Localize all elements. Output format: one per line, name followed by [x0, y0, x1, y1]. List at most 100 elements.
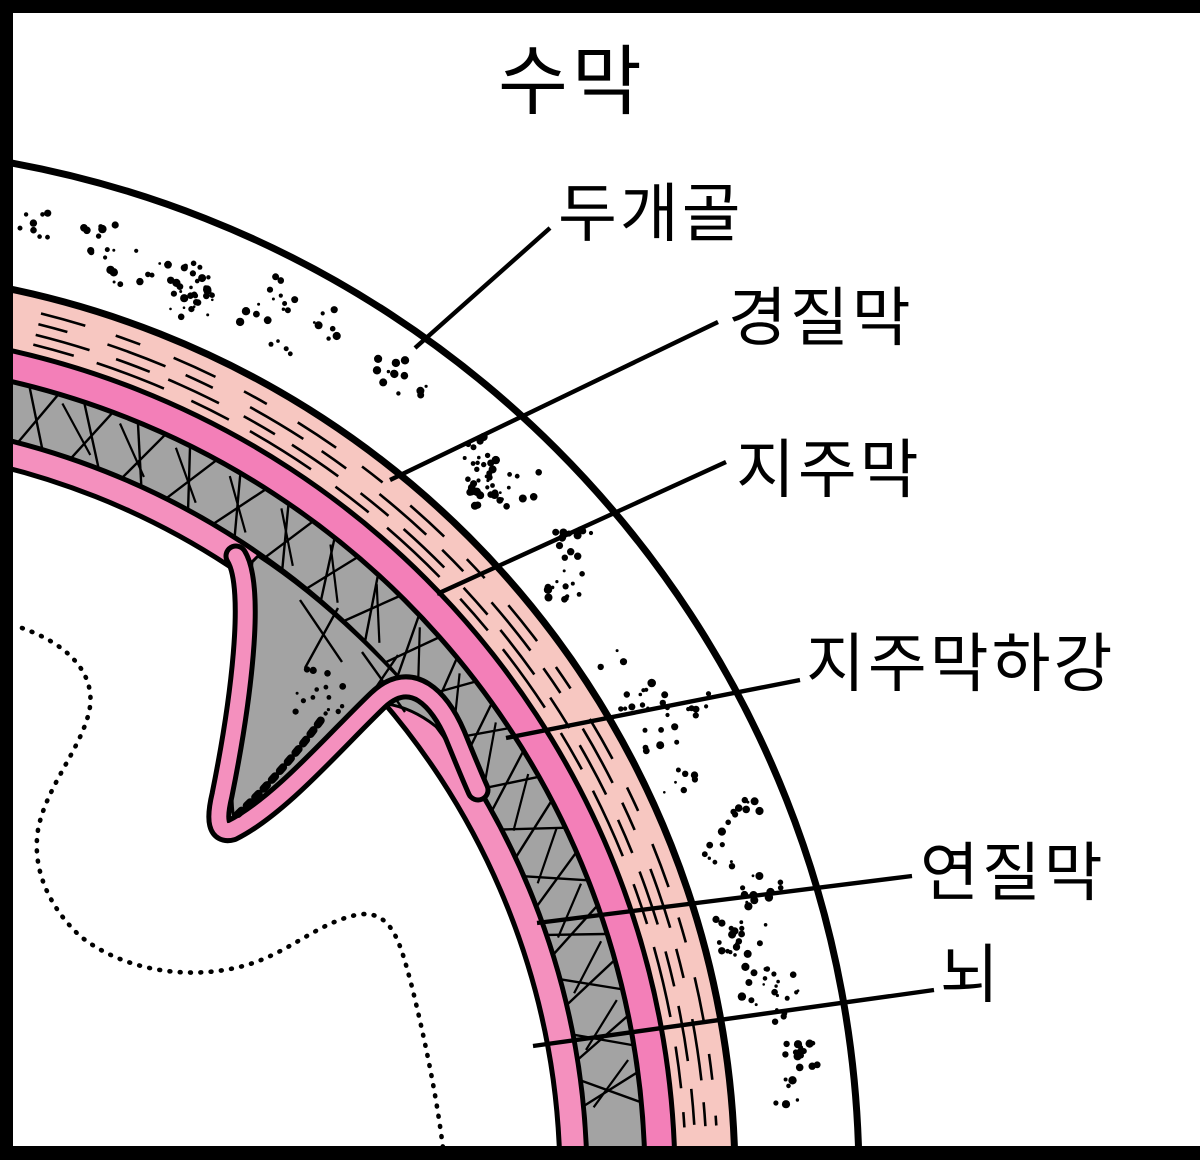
trabecula-line [536, 853, 577, 907]
stipple-dot [771, 1018, 779, 1025]
stipple-dot [588, 530, 594, 536]
stipple-dot [390, 369, 399, 379]
stipple-dot [158, 262, 162, 265]
trabecula-line [524, 875, 587, 882]
stipple-dot [692, 712, 699, 719]
stipple-dot [326, 336, 331, 341]
stipple-dot [544, 593, 553, 602]
label-skull: 두개골 [558, 179, 744, 250]
stipple-dot [718, 919, 726, 927]
stipple-dot [674, 739, 680, 745]
stipple-dot [719, 842, 725, 848]
brain-surface [0, 463, 563, 1160]
dura-striation-arc [40, 312, 718, 1126]
stipple-dot [665, 712, 670, 718]
stipple-dot [87, 247, 95, 255]
stipple-dot [742, 805, 750, 814]
stipple-dot [793, 1052, 802, 1061]
stipple-dot [784, 995, 790, 1001]
stipple-dot [764, 966, 771, 972]
label-dura: 경질막 [728, 283, 914, 354]
stipple-dot [400, 356, 410, 365]
stipple-dot [30, 226, 37, 234]
stipple-dot [642, 727, 648, 733]
stipple-dot [206, 313, 210, 317]
stipple-dot [241, 307, 251, 316]
stipple-dot [391, 358, 401, 368]
stipple-dot [193, 299, 200, 306]
stipple-dot [485, 485, 490, 490]
stipple-dot [647, 678, 656, 688]
stipple-dot [276, 339, 280, 343]
stipple-dot [763, 923, 768, 927]
stipple-dot [203, 285, 212, 294]
stipple-dot [503, 503, 510, 510]
trabecula-line [375, 584, 381, 643]
stipple-dot [570, 581, 575, 586]
stipple-dot [741, 962, 750, 972]
stipple-dot [117, 281, 124, 288]
stipple-dot [518, 494, 527, 503]
stipple-dot [781, 1100, 791, 1109]
stipple-dot [574, 552, 582, 560]
stipple-dot [615, 649, 619, 653]
stipple-dot [167, 276, 175, 284]
stipple-dot [597, 663, 604, 671]
stipple-dot [462, 456, 467, 460]
stipple-dot [750, 797, 759, 806]
stipple-dot [718, 947, 726, 955]
stipple-dot [567, 548, 575, 556]
stipple-dot [776, 979, 780, 984]
stipple-dot [488, 465, 497, 474]
stipple-dot [623, 706, 628, 711]
leader-line-subarachnoid [505, 677, 801, 741]
stipple-dot [45, 234, 50, 240]
stipple-dot [686, 706, 691, 712]
stipple-dot [762, 983, 765, 986]
stipple-dot [782, 1051, 789, 1058]
stipple-dot [712, 915, 720, 924]
stipple-dot [674, 780, 677, 784]
trabecula-line [186, 447, 192, 509]
stipple-dot [490, 483, 495, 488]
stipple-dot [323, 684, 329, 690]
stipple-dot [475, 460, 480, 465]
stipple-dot [748, 997, 755, 1004]
trabecula-line [166, 460, 217, 499]
leader-line-dura [389, 320, 719, 482]
stipple-dot [182, 306, 186, 310]
stipple-dot [332, 331, 341, 341]
stipple-dot [189, 270, 196, 277]
stipple-dot [794, 990, 799, 995]
stipple-dot [619, 658, 628, 666]
dura-striation-arc [32, 343, 686, 1128]
stipple-dot [339, 704, 345, 709]
stipple-dot [309, 666, 317, 675]
stipple-dot [623, 691, 630, 698]
stipple-dot [271, 297, 275, 301]
dura-striation-arc [38, 322, 707, 1127]
stipple-dot [194, 278, 200, 284]
stipple-dot [786, 1083, 791, 1089]
stipple-dot [477, 455, 481, 460]
trabecula-line [228, 475, 247, 533]
stipple-dot [211, 298, 214, 302]
stipple-dot [44, 209, 52, 217]
skull-marrow-stipple [17, 209, 821, 1109]
stipple-dot [671, 723, 679, 731]
stipple-dot [562, 569, 566, 573]
stipple-dot [628, 703, 636, 711]
stipple-dot [180, 294, 189, 303]
stipple-dot [783, 1040, 790, 1048]
stipple-dot [40, 212, 45, 217]
stipple-dot [783, 1077, 788, 1082]
stipple-dot [136, 277, 144, 286]
stipple-dot [658, 727, 664, 733]
stipple-dot [762, 976, 768, 981]
stipple-dot [734, 804, 743, 812]
stipple-dot [780, 1013, 787, 1020]
sulcus-pia-wall [211, 548, 486, 839]
dura-striation-arc [35, 333, 696, 1127]
